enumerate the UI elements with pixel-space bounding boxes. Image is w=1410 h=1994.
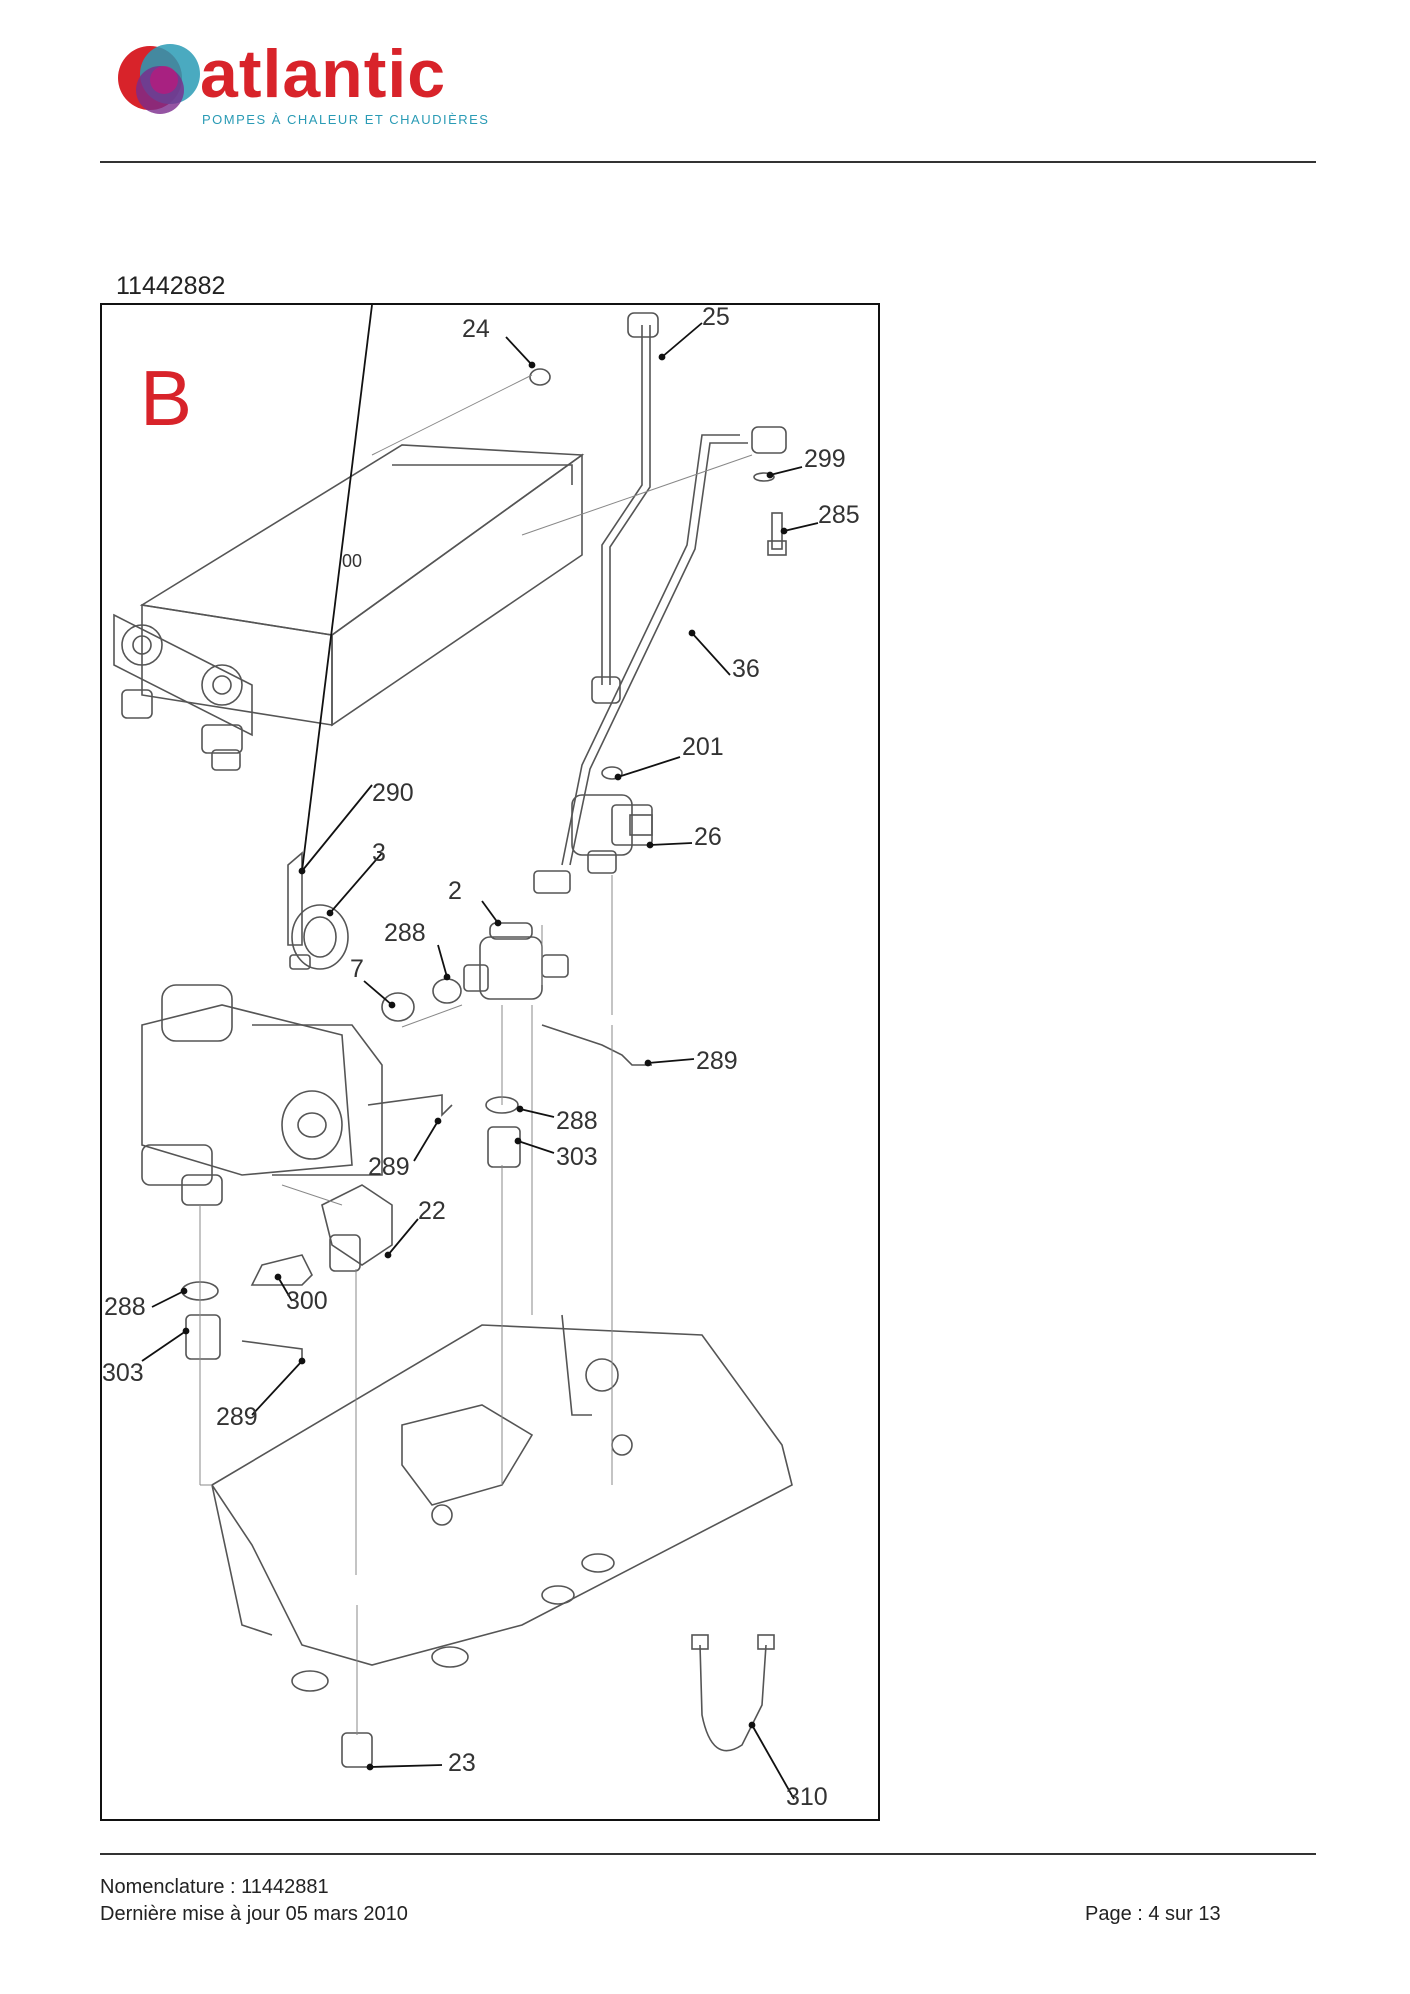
callout-288: 288 [384, 919, 426, 947]
connector-7-part [381, 992, 415, 1022]
assembly-guide-lines [199, 374, 753, 1735]
heat-exchanger-part [113, 444, 585, 771]
callout-23: 23 [448, 1749, 476, 1777]
document-reference: 11442882 [116, 272, 226, 300]
callout-289: 289 [216, 1403, 258, 1431]
brand-name: atlantic [200, 36, 447, 112]
callout-299: 299 [804, 445, 846, 473]
callout-7: 7 [350, 955, 364, 983]
callout-24: 24 [462, 315, 490, 343]
callout-310: 310 [786, 1783, 828, 1811]
header-divider [100, 161, 1316, 163]
footer-last-update: Dernière mise à jour 05 mars 2010 [100, 1903, 408, 1925]
footer-page-number: Page : 4 sur 13 [1085, 1903, 1221, 1925]
connector-icon [757, 1634, 775, 1650]
callout-288: 288 [556, 1107, 598, 1135]
callout-00: 00 [342, 551, 362, 571]
footer-divider [100, 1853, 1316, 1855]
oring-288-part [432, 978, 462, 1004]
callout-26: 26 [694, 823, 722, 851]
connector-icon [691, 1634, 709, 1650]
callout-201: 201 [682, 733, 724, 761]
callout-288: 288 [104, 1293, 146, 1321]
sensor-285-part [753, 472, 787, 556]
pressure-switch-3-part [287, 851, 349, 970]
brand-tagline: POMPES À CHALEUR ET CHAUDIÈRES [202, 112, 490, 127]
nut-part [291, 1670, 329, 1692]
valve-26-part [571, 766, 653, 874]
nut-part [541, 1585, 575, 1605]
callout-22: 22 [418, 1197, 446, 1225]
pipe-25 [591, 312, 659, 704]
callout-289: 289 [696, 1047, 738, 1075]
callout-25: 25 [702, 305, 730, 331]
section-letter: B [140, 354, 192, 442]
nut-part [431, 1646, 469, 1668]
exploded-view-frame: B 24 25 299 285 00 36 201 290 26 3 2 288… [100, 303, 880, 1821]
callout-303: 303 [556, 1143, 598, 1171]
logo-mark-icon [118, 44, 200, 114]
nut-24-part [529, 368, 551, 386]
clip-289-part [541, 1024, 652, 1066]
brand-logo [112, 38, 492, 128]
fitting-303-part [487, 1126, 521, 1168]
fitting-23-part [341, 1732, 373, 1768]
cable-310-part [699, 1644, 767, 1752]
pipe-36 [561, 426, 787, 866]
callout-2: 2 [448, 877, 462, 905]
callout-289: 289 [368, 1153, 410, 1181]
footer-nomenclature: Nomenclature : 11442881 [100, 1876, 329, 1898]
callout-3: 3 [372, 839, 386, 867]
circulating-pump-part [141, 984, 383, 1206]
leader-lines [141, 305, 819, 1800]
exploded-view-diagram: B 24 25 299 285 00 36 201 290 26 3 2 288… [102, 305, 860, 1811]
callout-303: 303 [102, 1359, 144, 1387]
callout-36: 36 [732, 655, 760, 683]
clip-289-part [241, 1340, 303, 1361]
callout-300: 300 [286, 1287, 328, 1315]
fitting-303-part [185, 1314, 221, 1360]
clip-289-part [367, 1094, 453, 1117]
safety-valve-22-part [250, 1184, 393, 1286]
nut-part [581, 1553, 615, 1573]
callout-285: 285 [818, 501, 860, 529]
callout-290: 290 [372, 779, 414, 807]
